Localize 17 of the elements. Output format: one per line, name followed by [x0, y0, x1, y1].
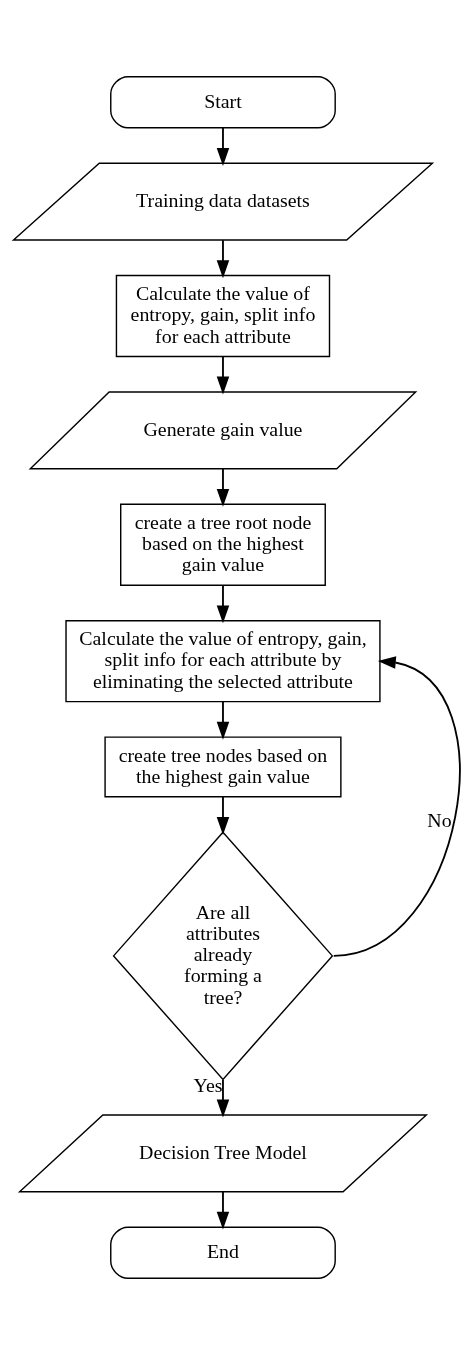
- arrow: [216, 355, 230, 394]
- arrow: [216, 238, 230, 278]
- arrow: [216, 795, 230, 835]
- arrow: [216, 467, 230, 507]
- arrow: [332, 655, 461, 957]
- edge-label: No: [427, 808, 452, 831]
- node-box: create tree nodes based on the highest gain value: [104, 735, 342, 797]
- node-box: create a tree root node based on the highest gain value: [120, 503, 326, 586]
- arrow: [216, 1078, 230, 1117]
- node-box: Start: [110, 75, 336, 128]
- arrow: [216, 583, 230, 623]
- node-box: End: [110, 1226, 336, 1279]
- node-box: Calculate the value of entropy, gain, split info for each attribute: [115, 274, 331, 357]
- arrow: [216, 1190, 230, 1230]
- arrow: [216, 126, 230, 166]
- arrow: [216, 700, 230, 740]
- node-box: Calculate the value of entropy, gain, split info for each attribute by eliminating the selected attribute: [65, 619, 381, 702]
